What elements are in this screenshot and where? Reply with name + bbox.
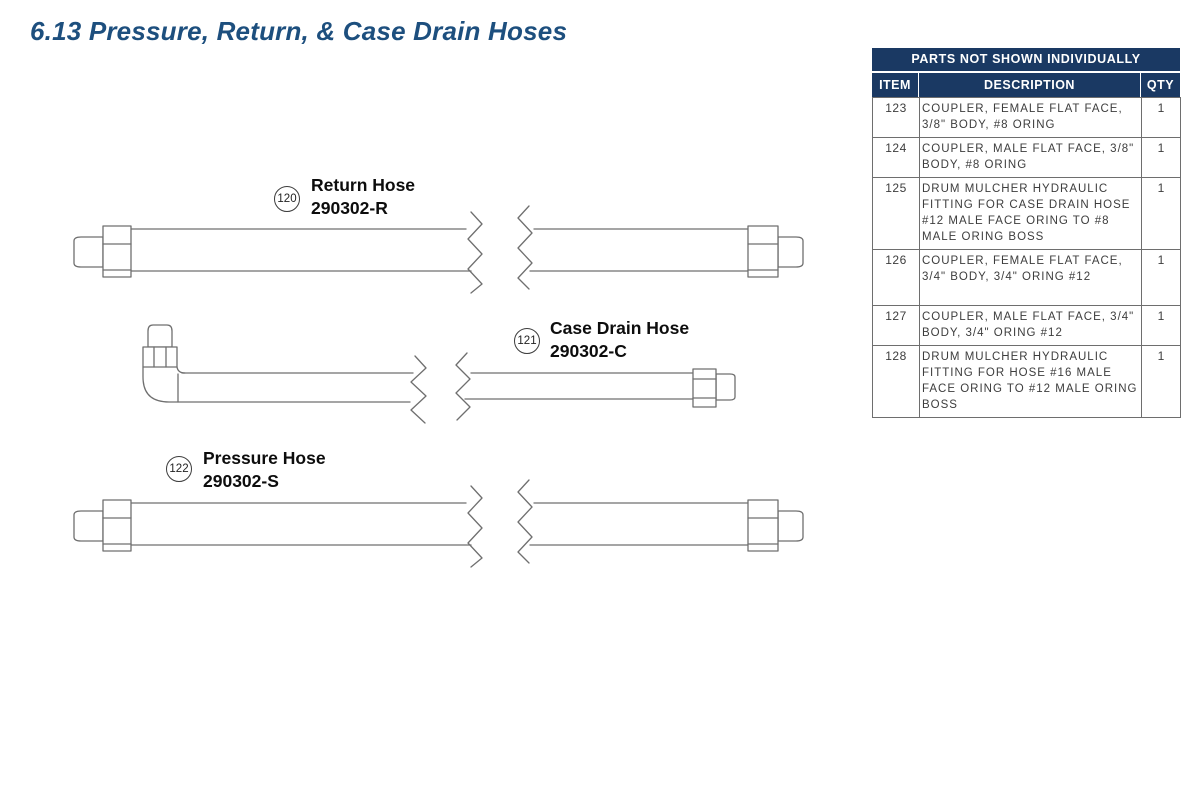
case-drain-hose-label: Case Drain Hose 290302-C [550, 317, 689, 363]
item-cell: 123 [872, 97, 920, 138]
item-cell: 127 [872, 305, 920, 346]
pressure-hose-diagram [73, 479, 804, 568]
hose-name: Case Drain Hose [550, 318, 690, 338]
item-cell: 128 [872, 345, 920, 418]
callout-circle-121: 121 [514, 328, 540, 354]
column-header-description: DESCRIPTION [919, 73, 1140, 97]
return-hose-label: Return Hose 290302-R [311, 174, 415, 220]
description-cell: COUPLER, MALE FLAT FACE, 3/4" BODY, 3/4"… [919, 305, 1142, 346]
item-cell: 125 [872, 177, 920, 250]
description-cell: COUPLER, FEMALE FLAT FACE, 3/4" BODY, 3/… [919, 249, 1142, 306]
qty-cell: 1 [1141, 249, 1181, 306]
table-row: 126 COUPLER, FEMALE FLAT FACE, 3/4" BODY… [872, 249, 1181, 306]
qty-cell: 1 [1141, 177, 1181, 250]
description-cell: DRUM MULCHER HYDRAULIC FITTING FOR HOSE … [919, 345, 1142, 418]
qty-cell: 1 [1141, 137, 1181, 178]
return-hose-diagram [73, 205, 804, 294]
pressure-hose-label: Pressure Hose 290302-S [203, 447, 326, 493]
hose-name: Return Hose [311, 175, 416, 195]
hose-part-number: 290302-C [550, 341, 627, 361]
table-title: PARTS NOT SHOWN INDIVIDUALLY [872, 48, 1180, 73]
table-row: 128 DRUM MULCHER HYDRAULIC FITTING FOR H… [872, 345, 1181, 418]
description-cell: COUPLER, MALE FLAT FACE, 3/8" BODY, #8 O… [919, 137, 1142, 178]
table-row: 124 COUPLER, MALE FLAT FACE, 3/8" BODY, … [872, 137, 1181, 178]
item-cell: 124 [872, 137, 920, 178]
qty-cell: 1 [1141, 305, 1181, 346]
parts-not-shown-table: PARTS NOT SHOWN INDIVIDUALLY ITEM DESCRI… [872, 48, 1181, 418]
hose-part-number: 290302-R [311, 198, 388, 218]
hose-part-number: 290302-S [203, 471, 279, 491]
column-header-item: ITEM [872, 73, 918, 97]
description-cell: DRUM MULCHER HYDRAULIC FITTING FOR CASE … [919, 177, 1142, 250]
item-cell: 126 [872, 249, 920, 306]
table-row: 123 COUPLER, FEMALE FLAT FACE, 3/8" BODY… [872, 97, 1181, 138]
column-header-qty: QTY [1141, 73, 1180, 97]
table-row: 127 COUPLER, MALE FLAT FACE, 3/4" BODY, … [872, 305, 1181, 346]
callout-circle-120: 120 [274, 186, 300, 212]
table-header-row: ITEM DESCRIPTION QTY [872, 73, 1180, 97]
qty-cell: 1 [1141, 345, 1181, 418]
table-row: 125 DRUM MULCHER HYDRAULIC FITTING FOR C… [872, 177, 1181, 250]
callout-circle-122: 122 [166, 456, 192, 482]
page-title: 6.13 Pressure, Return, & Case Drain Hose… [30, 16, 568, 46]
hose-diagram-canvas [73, 205, 804, 568]
qty-cell: 1 [1141, 97, 1181, 138]
description-cell: COUPLER, FEMALE FLAT FACE, 3/8" BODY, #8… [919, 97, 1142, 138]
hose-name: Pressure Hose [203, 448, 326, 468]
case-drain-hose-diagram [142, 324, 736, 424]
